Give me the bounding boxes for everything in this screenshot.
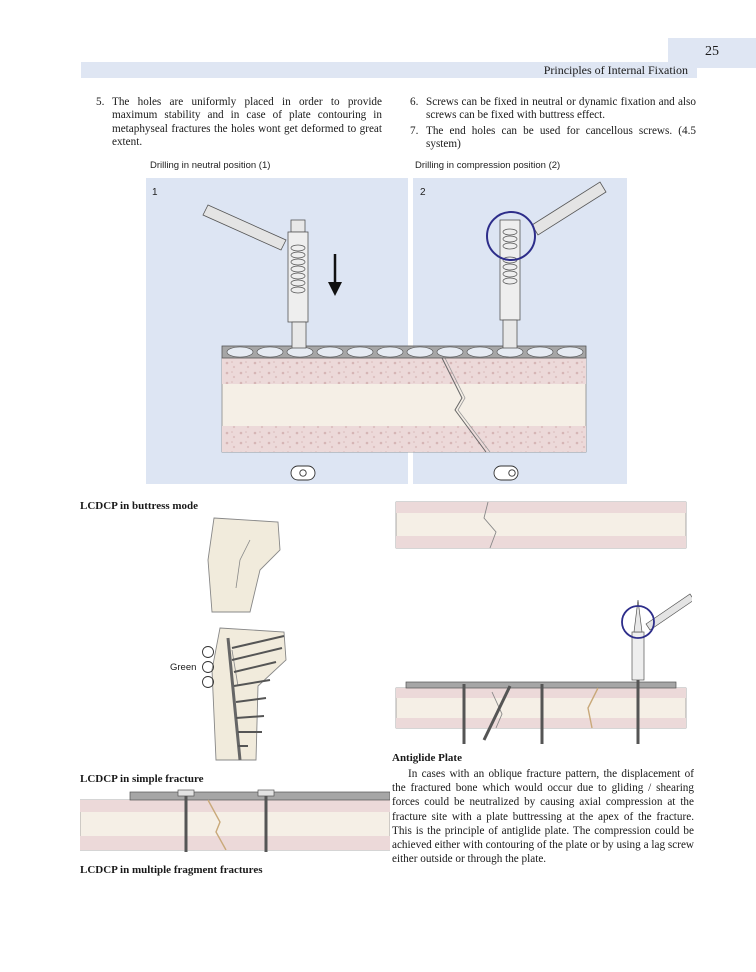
buttress-bone-figure bbox=[202, 517, 287, 761]
drill-guide-compression bbox=[486, 181, 607, 349]
heading-simple-fracture: LCDCP in simple fracture bbox=[80, 773, 204, 785]
list-number: 5. bbox=[96, 96, 105, 108]
highlight-circle bbox=[486, 211, 536, 261]
antiglide-figures bbox=[395, 501, 692, 744]
antiglide-paragraph: In cases with an oblique fracture patter… bbox=[392, 768, 694, 866]
list-text: The end holes can be used for cancellous… bbox=[426, 125, 696, 151]
page-number: 25 bbox=[705, 44, 719, 59]
list-text: The holes are uniformly placed in order … bbox=[112, 96, 382, 149]
arrow-down-icon bbox=[328, 254, 342, 296]
plate-hole-compression-icon bbox=[493, 465, 519, 481]
simple-fracture-figure bbox=[80, 789, 390, 852]
panel-label-1: 1 bbox=[152, 187, 158, 198]
list-item-7: 7. The end holes can be used for cancell… bbox=[410, 125, 696, 152]
heading-buttress-mode: LCDCP in buttress mode bbox=[80, 500, 199, 512]
plate-hole-neutral-icon bbox=[290, 465, 316, 481]
highlight-circle-small bbox=[621, 605, 655, 639]
green-label: Green bbox=[170, 662, 197, 673]
heading-antiglide-plate: Antiglide Plate bbox=[392, 752, 462, 764]
list-item-5: 5. The holes are uniformly placed in ord… bbox=[96, 96, 382, 150]
heading-multiple-fragment: LCDCP in multiple fragment fractures bbox=[80, 864, 263, 876]
caption-neutral: Drilling in neutral position (1) bbox=[150, 160, 271, 171]
list-item-6: 6. Screws can be fixed in neutral or dyn… bbox=[410, 96, 696, 123]
header-band bbox=[81, 62, 697, 78]
list-number: 6. bbox=[410, 96, 419, 108]
list-text: Screws can be fixed in neutral or dynami… bbox=[426, 96, 696, 122]
panel-label-2: 2 bbox=[420, 187, 426, 198]
compression-plate bbox=[221, 345, 587, 359]
lag-screw-guide bbox=[621, 593, 692, 681]
list-number: 7. bbox=[410, 125, 419, 137]
running-title: Principles of Internal Fixation bbox=[543, 63, 688, 77]
screw-head-icons bbox=[202, 646, 214, 688]
bone-section bbox=[221, 357, 587, 453]
caption-compression: Drilling in compression position (2) bbox=[415, 160, 561, 171]
drill-guide-neutral bbox=[202, 204, 309, 349]
